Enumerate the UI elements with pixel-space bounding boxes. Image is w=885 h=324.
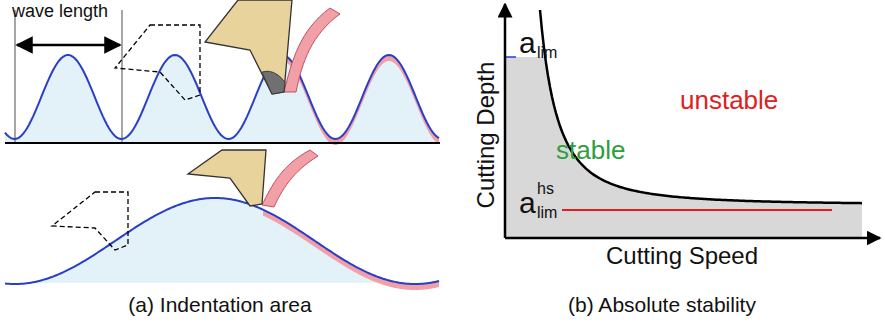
stable-region [505, 57, 862, 238]
y-axis [504, 4, 507, 238]
wavelength-mark [121, 10, 123, 143]
previous-tool [115, 25, 200, 100]
baseline [5, 142, 440, 144]
superscript: hs [537, 180, 554, 198]
caption: (a) Indentation area [128, 293, 311, 316]
limit-line [505, 56, 516, 58]
subscript: lim [537, 204, 557, 222]
caption: (b) Absolute stability [568, 293, 756, 316]
wavelength-arrow [17, 44, 120, 47]
chip [284, 8, 340, 92]
region-label: unstable [680, 86, 778, 115]
axis-title: Cutting Speed [606, 243, 758, 269]
subscript: lim [537, 44, 557, 62]
previous-tool [52, 192, 128, 250]
stability-limit-curve [540, 10, 862, 203]
region-label: stable [556, 136, 625, 165]
wave-surface [5, 55, 439, 139]
x-axis [505, 237, 880, 240]
indentation-illustration [5, 0, 440, 290]
dimension-label: wave length [12, 2, 108, 22]
absolute-limit-line [562, 209, 832, 211]
cutting-tool [188, 150, 266, 206]
chip [262, 150, 318, 207]
axis-title: Cutting Depth [473, 62, 499, 209]
chip-layer [263, 210, 439, 290]
cutting-tool [205, 0, 292, 94]
axis-value: a [519, 26, 536, 59]
workpiece [5, 55, 440, 143]
axis-value: a [519, 186, 536, 219]
indentation-area [262, 71, 285, 94]
wavelength-mark [14, 10, 16, 143]
stability-chart [505, 4, 880, 238]
